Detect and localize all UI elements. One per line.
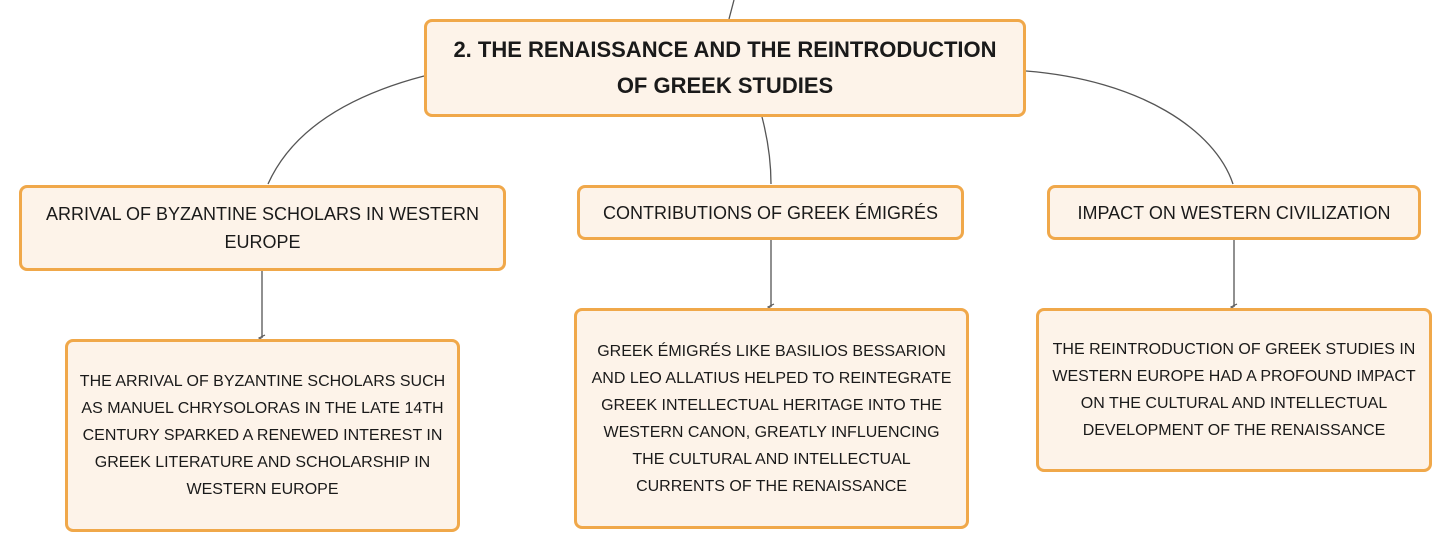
branch-node-label: ARRIVAL OF BYZANTINE SCHOLARS IN WESTERN…	[45, 204, 480, 252]
detail-node-impact[interactable]: THE REINTRODUCTION OF GREEK STUDIES IN W…	[1036, 308, 1432, 472]
root-node[interactable]: 2. THE RENAISSANCE AND THE REINTRODUCTIO…	[424, 19, 1026, 117]
branch-node-label: CONTRIBUTIONS OF GREEK ÉMIGRÉS	[602, 202, 939, 223]
branch-node-contributions[interactable]: CONTRIBUTIONS OF GREEK ÉMIGRÉS	[577, 185, 964, 240]
connector-root-to-branch-2	[761, 116, 772, 185]
connector-parent-to-root	[728, 0, 735, 20]
root-node-label: 2. THE RENAISSANCE AND THE REINTRODUCTIO…	[453, 37, 997, 98]
connector-root-to-branch-1	[267, 75, 425, 185]
branch-node-label: IMPACT ON WESTERN CIVILIZATION	[1077, 202, 1391, 223]
detail-node-text: GREEK ÉMIGRÉS LIKE BASILIOS BESSARION AN…	[591, 342, 952, 495]
detail-node-text: THE REINTRODUCTION OF GREEK STUDIES IN W…	[1052, 341, 1416, 439]
detail-node-arrival[interactable]: THE ARRIVAL OF BYZANTINE SCHOLARS SUCH A…	[65, 339, 460, 532]
branch-node-impact[interactable]: IMPACT ON WESTERN CIVILIZATION	[1047, 185, 1421, 240]
detail-node-contributions[interactable]: GREEK ÉMIGRÉS LIKE BASILIOS BESSARION AN…	[574, 308, 969, 529]
connector-root-to-branch-3	[1025, 70, 1234, 185]
branch-node-arrival[interactable]: ARRIVAL OF BYZANTINE SCHOLARS IN WESTERN…	[19, 185, 506, 271]
detail-node-text: THE ARRIVAL OF BYZANTINE SCHOLARS SUCH A…	[79, 373, 446, 498]
